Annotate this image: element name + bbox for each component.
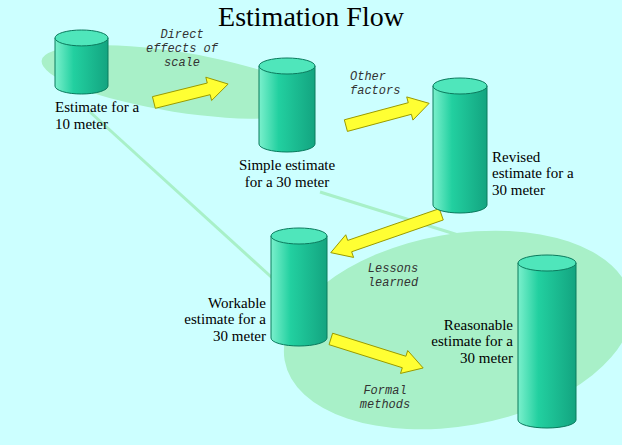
node-label-group: Reasonable estimate for a 30 meter	[427, 317, 513, 367]
cylinder-node: Reasonable estimate for a 30 meter	[427, 255, 576, 428]
cylinder-shape	[54, 29, 109, 95]
cylinder-top	[518, 255, 576, 271]
edge-label: Direct effects of scale	[146, 28, 218, 70]
cylinder-shape	[432, 77, 488, 214]
cylinder-top	[271, 228, 327, 244]
cylinder-body	[259, 66, 315, 152]
block-arrow	[329, 333, 423, 373]
cylinder-top	[55, 30, 108, 46]
cylinder-shape	[517, 254, 577, 429]
node-label: Reasonable estimate for a 30 meter	[427, 317, 513, 367]
node-label-group: Estimate for a 10 meter	[55, 99, 150, 132]
edge-label: Other factors	[350, 70, 410, 98]
diagram-title: Estimation Flow	[0, 1, 622, 33]
cylinder-top	[433, 78, 487, 94]
cylinder-body	[271, 236, 327, 346]
edge-label: Formal methods	[350, 384, 420, 412]
node-label: Estimate for a 10 meter	[55, 99, 150, 132]
node-label: Revised estimate for a 30 meter	[492, 149, 584, 199]
cylinder-node: Revised estimate for a 30 meter	[433, 78, 584, 213]
node-label-group: Simple estimate for a 30 meter	[232, 157, 342, 190]
cylinder-body	[433, 86, 487, 213]
cylinder-shape	[258, 57, 316, 153]
guide-line	[90, 112, 280, 285]
cylinder-node: Simple estimate for a 30 meter	[232, 58, 342, 190]
cylinder-shape	[270, 227, 328, 347]
block-arrow	[152, 77, 228, 108]
edge-label: Lessons learned	[360, 262, 426, 290]
node-label: Workable estimate for a 30 meter	[176, 295, 266, 345]
node-label-group: Revised estimate for a 30 meter	[492, 149, 584, 199]
cylinder-node: Estimate for a 10 meter	[55, 30, 150, 132]
block-arrow	[331, 209, 443, 258]
node-label-group: Workable estimate for a 30 meter	[176, 295, 266, 345]
cylinder-top	[259, 58, 315, 74]
cylinder-body	[518, 263, 576, 428]
node-label: Simple estimate for a 30 meter	[232, 157, 342, 190]
cylinder-node: Workable estimate for a 30 meter	[176, 228, 327, 346]
block-arrow	[344, 97, 429, 131]
highlight-band	[268, 205, 622, 445]
